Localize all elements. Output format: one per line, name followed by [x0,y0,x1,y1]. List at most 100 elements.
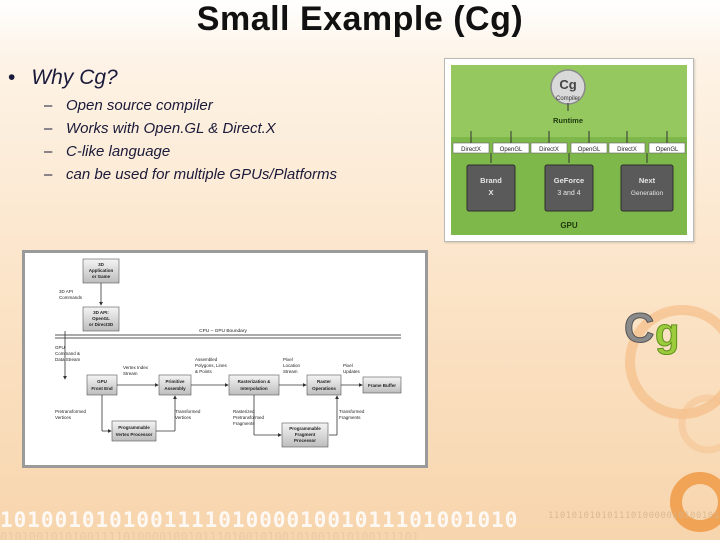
api-boxes: DirectX OpenGL DirectX OpenGL DirectX Op… [452,142,686,154]
boundary-label: CPU – GPU Boundary [199,328,247,334]
api-label: or Direct3D [89,322,114,327]
bullet-why-cg: • Why Cg? [8,66,118,90]
cg-logo: C g [624,304,680,356]
assembled-label: & Points [195,369,213,374]
pixel-updates-label: Updates [343,369,361,374]
circle-medium [678,394,720,454]
pretransformed-label: Pretransformed [55,409,87,414]
chip-label: Generation [631,190,664,197]
api-label: DirectX [461,147,481,153]
cg-logo-c: C [624,304,654,351]
pixel-location-label: Pixel [283,357,293,362]
pipeline-svg: 3D Application or Game 3D API Commands 3… [55,258,402,448]
api-label: OpenGL [656,147,679,153]
gpu-chips: Brand X GeForce 3 and 4 Next Generation [466,164,674,212]
compiler-label: Compiler [556,96,580,102]
vertex-index-label: Stream [123,371,138,376]
chip-label: GeForce [554,176,584,185]
api-label: DirectX [617,147,637,153]
binary-small: 110101010101110100000101001011101 [548,511,720,521]
bullet-dot: • [8,66,16,89]
sub-item: –C-like language [44,143,170,160]
dash: – [44,97,53,114]
primitive-label: Assembly [164,386,186,391]
binary-tiny: 0101001010100111101000010010111010010100… [0,530,420,540]
raster-box [228,374,280,396]
gpu-cmd-label: Command & [55,351,80,356]
arrows [470,103,668,163]
fragment-processor-box [281,422,329,448]
pipeline-diagram: 3D Application or Game 3D API Commands 3… [22,250,428,468]
dash: – [44,166,53,183]
dash: – [44,143,53,160]
cg-logo-g: g [655,311,679,355]
gpu-cmd-label: GPU [55,345,65,350]
pixel-location-label: Location [283,363,301,368]
raster-label: Interpolation [240,386,267,391]
app-label: 3D [98,262,105,267]
binary-big: 10100101010011110100001001011101001010 [0,508,519,532]
api-label: OpenGL [500,147,523,153]
api-label: DirectX [539,147,559,153]
transformed-vertices-label: Vertices [175,415,192,420]
cg-logo-text: Cg [559,77,576,92]
transformed-fragments-label: Transformed [339,409,365,414]
bullet-text: Why Cg? [31,66,118,89]
cg-runtime-figure: Cg Compiler Runtime DirectX OpenGL Direc… [444,58,694,242]
raster-label: Rasterization & [238,379,272,384]
api-label: OpenGL [92,316,110,321]
frame-buffer-box [362,376,402,394]
assembled-label: Polygons, Lines [195,363,228,368]
raster-ops-label: Raster [317,379,331,384]
pixel-updates-label: Pixel [343,363,353,368]
chip-next-gen [620,164,674,212]
circle-bottom [670,472,720,532]
chip-geforce [544,164,594,212]
frame-buffer-label: Frame Buffer [368,383,396,388]
api-label: 3D API: [93,310,109,315]
app-box [82,258,120,284]
sub-item: –can be used for multiple GPUs/Platforms [44,166,337,183]
raster-ops-label: Operations [312,386,336,391]
pretransformed-label: Vertices [55,415,72,420]
gpu-label: GPU [560,221,578,230]
binary-footer: 10100101010011110100001001011101001010 1… [0,500,720,540]
front-end-label: GPU [97,379,107,384]
fragment-processor-label: Programmable [289,426,321,431]
front-end-box [86,374,118,396]
chip-label: 3 and 4 [557,190,580,197]
chip-label: Next [639,176,656,185]
api-commands-label: 3D API [59,289,73,294]
rasterized-label: Fragments [233,421,255,426]
primitive-box [158,374,192,396]
chip-label: Brand [480,176,502,185]
gpu-cmd-label: Data Stream [55,357,81,362]
vertex-processor-box [111,420,157,442]
chip-brand-x [466,164,516,212]
fragment-processor-label: Processor [294,438,316,443]
primitive-label: Primitive [165,379,185,384]
vertex-index-label: Vertex Index [123,365,149,370]
transformed-vertices-label: Transformed [175,409,201,414]
vertex-processor-label: Programmable [118,425,150,430]
runtime-label: Runtime [553,116,583,125]
sub-item: –Works with Open.GL & Direct.X [44,120,276,137]
sub-item: –Open source compiler [44,97,213,114]
cg-runtime-svg: Cg Compiler Runtime DirectX OpenGL Direc… [451,65,687,235]
decorative-circles [625,305,720,532]
app-label: or Game [92,274,111,279]
app-label: Application [89,268,114,273]
sub-item-text: Open source compiler [66,97,213,114]
transformed-fragments-label: Fragments [339,415,361,420]
pipeline-arrows [101,383,363,437]
api-box [82,306,120,332]
sub-item-text: can be used for multiple GPUs/Platforms [66,166,337,183]
slide-title: Small Example (Cg) [196,0,524,38]
api-commands-label: Commands [59,295,83,300]
raster-ops-box [306,374,342,396]
api-label: OpenGL [578,147,601,153]
rasterized-label: Rasterized [233,409,255,414]
vertex-processor-label: Vertex Processor [116,432,153,437]
sub-item-text: C-like language [66,143,171,160]
assembled-label: Assembled [195,357,218,362]
